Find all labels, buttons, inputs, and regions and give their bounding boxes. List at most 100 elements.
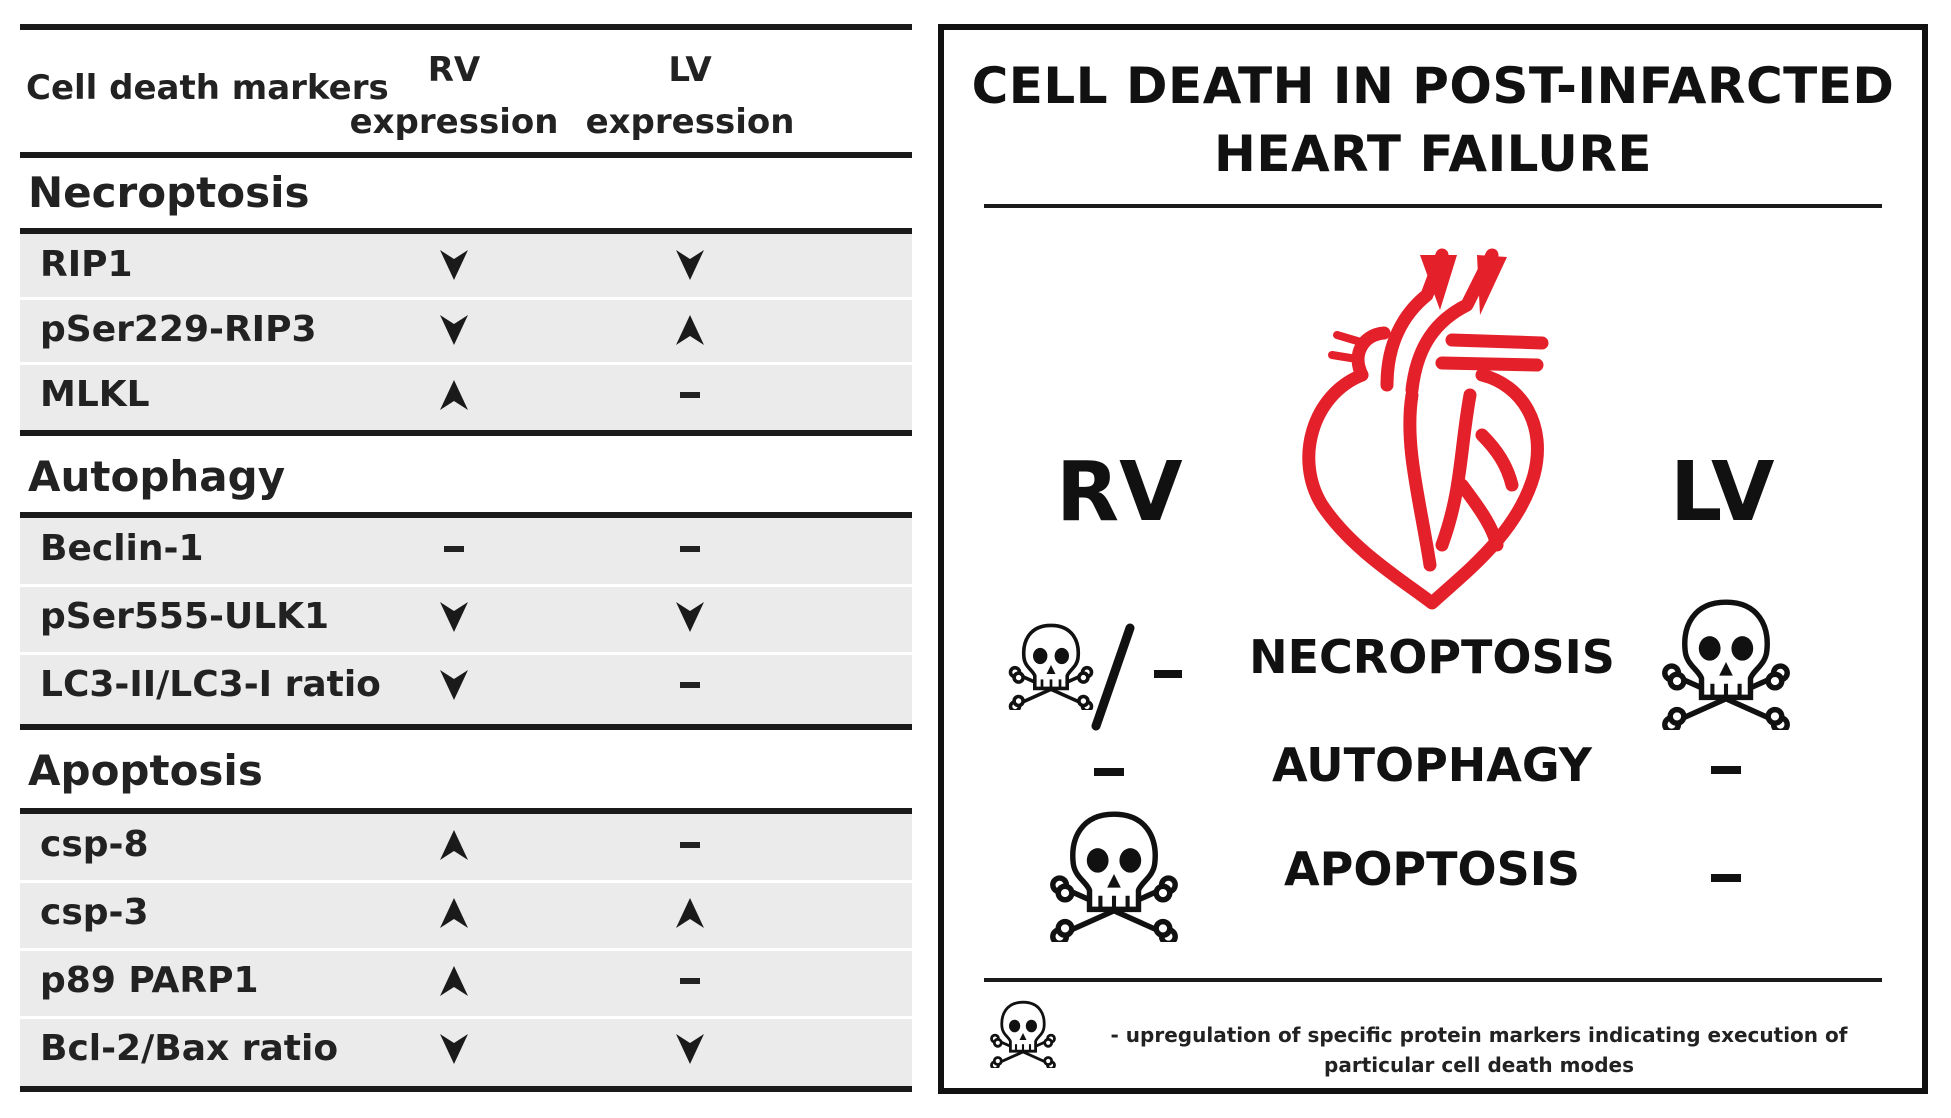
skull-crossbones-icon [1008,623,1094,710]
arrow-down-icon [424,234,484,296]
arrow-glyph [676,315,704,345]
table-bottom-rule [20,1086,912,1092]
marker-name: RIP1 [40,244,133,285]
arrow-up-shape [676,898,704,928]
table-row: pSer229-RIP3 [20,299,912,361]
dash-mark [444,546,464,552]
section-rule [20,512,912,518]
arrow-down-icon [660,234,720,296]
marker-name: csp-8 [40,824,149,865]
arrow-down-icon [424,299,484,361]
dash-mark [680,392,700,398]
dash-icon [660,814,720,876]
row-separator [20,1016,912,1019]
dash-mark [680,546,700,552]
marker-name: Bcl-2/Bax ratio [40,1028,339,1069]
skull-crossbones-icon [1662,599,1790,730]
row-separator [20,584,912,587]
section-title-apoptosis: Apoptosis [28,746,263,795]
header-rv: RV expression [344,44,564,148]
arrow-down-shape [440,602,468,632]
panel-legend-rule [984,978,1882,982]
arrow-down-shape [676,1034,704,1064]
arrow-up-icon [424,814,484,876]
summary-panel: CELL DEATH IN POST-INFARCTED HEART FAILU… [938,24,1928,1094]
arrow-up-icon [424,882,484,944]
arrow-glyph [440,898,468,928]
table-row: Bcl-2/Bax ratio [20,1018,912,1080]
legend-line2: particular cell death modes [1324,1053,1634,1077]
section-rule [20,724,912,730]
table-row: pSer555-ULK1 [20,586,912,648]
dash-mark [680,978,700,984]
arrow-up-shape [676,315,704,345]
panel-title-line2: HEART FAILURE [1213,125,1653,183]
arrow-up-shape [440,966,468,996]
dash-icon [1154,670,1182,678]
arrow-up-icon [424,950,484,1012]
arrow-down-icon [424,586,484,648]
table-row: LC3-II/LC3-I ratio [20,654,912,716]
section-rule [20,808,912,814]
section-rule [20,228,912,234]
header-lv-line1: LV [668,50,712,90]
lv-label: LV [1670,445,1775,540]
slash-separator [1091,623,1135,731]
legend-line1: - upregulation of specific protein marke… [1110,1023,1848,1047]
arrow-glyph [676,602,704,632]
dash-mark [680,842,700,848]
marker-name: Beclin-1 [40,528,204,569]
row-separator [20,297,912,300]
mode-necroptosis: NECROPTOSIS [1249,630,1615,684]
header-bottom-rule [20,152,912,158]
mode-autophagy: AUTOPHAGY [1272,738,1592,792]
arrow-down-shape [676,602,704,632]
skull-crossbones-icon [990,1000,1056,1068]
arrow-down-icon [424,654,484,716]
arrow-up-icon [424,364,484,426]
row-separator [20,362,912,365]
arrow-glyph [440,1034,468,1064]
arrow-glyph [676,1034,704,1064]
section-title-autophagy: Autophagy [28,452,286,501]
panel-title-rule [984,204,1882,208]
panel-title-line1: CELL DEATH IN POST-INFARCTED [971,57,1895,115]
dash-icon [1094,768,1124,776]
header-lv: LV expression [580,44,800,148]
section-rows-background [20,518,912,724]
table-row: csp-3 [20,882,912,944]
header-rv-line1: RV [427,50,481,90]
arrow-glyph [440,315,468,345]
row-separator [20,948,912,951]
arrow-glyph [440,966,468,996]
dash-icon [1711,766,1741,774]
arrow-glyph [440,602,468,632]
dash-icon [660,364,720,426]
marker-name: p89 PARP1 [40,960,259,1001]
dash-icon [660,654,720,716]
arrow-down-shape [440,315,468,345]
marker-name: csp-3 [40,892,149,933]
table-row: MLKL [20,364,912,426]
table-row: csp-8 [20,814,912,876]
arrow-down-shape [440,250,468,280]
dash-icon [660,950,720,1012]
row-separator [20,880,912,883]
row-separator [20,652,912,655]
marker-name: LC3-II/LC3-I ratio [40,664,381,705]
dash-icon [1711,874,1741,882]
rv-label: RV [1056,445,1183,540]
arrow-glyph [676,250,704,280]
table-top-rule [20,24,912,30]
table-row: RIP1 [20,234,912,296]
arrow-up-shape [440,830,468,860]
arrow-glyph [440,670,468,700]
section-title-necroptosis: Necroptosis [28,168,310,217]
arrow-down-icon [660,1018,720,1080]
arrow-up-shape [440,380,468,410]
section-rule [20,430,912,436]
marker-name: pSer229-RIP3 [40,309,317,350]
arrow-glyph [440,830,468,860]
arrow-down-icon [660,586,720,648]
arrow-up-icon [660,299,720,361]
